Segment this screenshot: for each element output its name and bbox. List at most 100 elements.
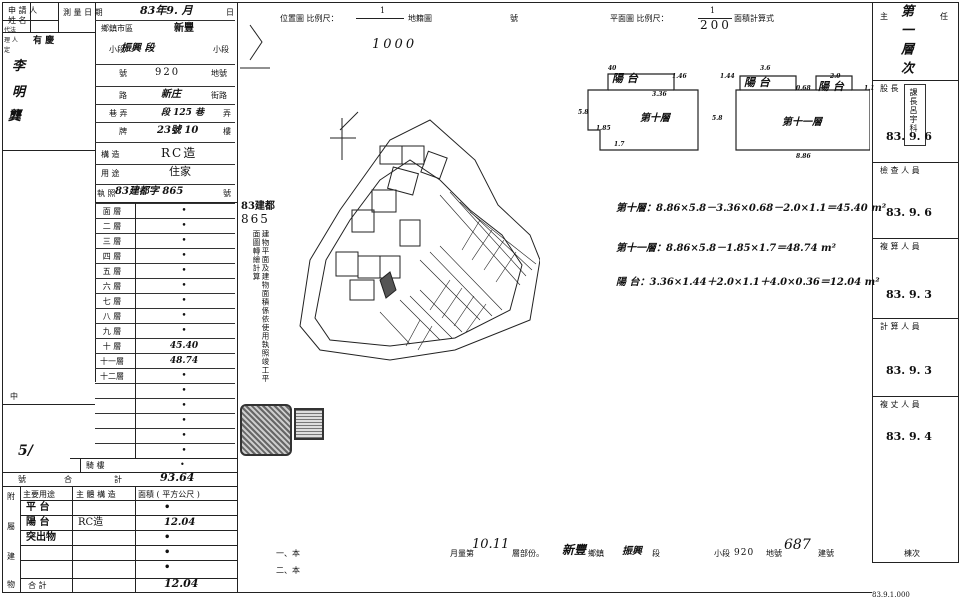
location-permit-a: 83建都 [241, 201, 275, 212]
bottom-section-suffix: 段 [652, 549, 660, 558]
floor-value: • [181, 206, 187, 216]
fp-dim-2: 1.46 [672, 73, 687, 80]
floor-plan-suffix: 面積計算式 [734, 14, 774, 23]
floor-row: 十一層 48.74 [95, 353, 235, 369]
rc-tracer-date: 83. 9. 4 [886, 430, 932, 443]
lot-row: 號 920 地號 [95, 64, 235, 80]
floor-value: 45.40 [169, 341, 199, 351]
fp-dim-9: 0.68 [796, 85, 811, 92]
bottom-text-a: 月量第 [450, 549, 474, 558]
applicant-name-char-1: 李 [12, 59, 26, 74]
floor-row: 十二層 • [95, 368, 235, 384]
fp-dim-12: 8.86 [796, 153, 811, 160]
lot-label: 號 [119, 69, 127, 78]
floor-label: 十二層 [100, 372, 124, 381]
arcade-value: • [180, 460, 185, 469]
alley-row: 巷 弄 段 125 巷 弄 [95, 104, 235, 120]
app-side-2: 屬 [7, 522, 15, 531]
bottom-bldg-label: 建號 [818, 549, 834, 558]
app-header-area: 面積 ( 平方公尺 ) [138, 490, 200, 499]
floor-label: 三 層 [102, 237, 122, 246]
fp-balcony-11b: 陽 台 [818, 80, 844, 93]
rc-calc-date: 83. 9. 3 [886, 364, 932, 377]
floor-row: 二 層• [95, 218, 235, 234]
location-map-label: 地籍圖 [408, 14, 432, 23]
floor-plan-drawing [587, 73, 870, 151]
location-no-label: 號 [510, 14, 518, 23]
app-total-value: 12.04 [164, 577, 199, 590]
floor-value: • [181, 431, 187, 441]
floor-label: 五 層 [102, 267, 122, 276]
secondary-seal-stamp [294, 408, 324, 440]
floor-row: 三 層• [95, 233, 235, 249]
arcade-side-mark: 5/ [18, 443, 33, 459]
number-suffix: 樓 [223, 127, 231, 136]
location-scale-handwritten: 1000 [372, 37, 418, 52]
app-row-use: 突出物 [26, 532, 56, 543]
bottom-text-b: 層部份。 [512, 549, 544, 558]
floor-value: 48.74 [169, 356, 199, 366]
floor-value: • [181, 416, 187, 426]
cadastral-map [240, 24, 540, 361]
permit-label: 執 照 [97, 189, 116, 198]
applicant-sub: 代法理 人定 [4, 27, 18, 54]
number-value: 23號 10 [157, 125, 199, 136]
floor-row: • [95, 413, 235, 429]
floor-value: • [181, 446, 187, 456]
fp-dim-10: 2.0 [830, 73, 841, 80]
applicant-name-char-2: 明 [12, 85, 26, 100]
permit-row: 執 照 83建都字 865 號 [95, 184, 235, 200]
survey-date-value: 83年9. 月 [140, 4, 193, 17]
location-map-title: 位置圖 比例尺： [280, 14, 339, 23]
road-label: 路 [119, 91, 127, 100]
section-row: 小段 振興 段 小段 [95, 42, 235, 57]
bottom-note-2: 二、本 [276, 566, 300, 575]
fp-dim-6: 1.7 [614, 141, 625, 148]
app-total-label: 合 計 [28, 581, 47, 590]
floor-value: • [181, 311, 187, 321]
alley-value: 段 125 巷 [161, 108, 205, 118]
number-row: 牌 23號 10 樓 [95, 122, 235, 138]
section-small-label: 小段 [109, 45, 125, 54]
district-label: 鄉鎮市區 [101, 24, 133, 33]
fp-balcony-11a: 陽 台 [744, 76, 770, 89]
floor-label: 二 層 [102, 222, 122, 231]
floor-row: 六 層• [95, 278, 235, 294]
floor-row: 五 層• [95, 263, 235, 279]
floor-plan-title: 平面圖 比例尺： [610, 14, 669, 23]
total-value: 93.64 [160, 471, 195, 484]
floor-value: • [181, 296, 187, 306]
floor-label: 七 層 [102, 297, 122, 306]
applicant-label-2: 姓 名 [8, 16, 27, 25]
fp-dim-4: 1.85 [596, 125, 611, 132]
floor-row: 面 層• [95, 203, 235, 219]
formula-balcony: 陽 台：3.36×1.44＋2.0×1.1＋4.0×0.36＝12.04 m² [616, 277, 880, 288]
location-scale-num: 1 [380, 6, 386, 15]
rc-recheck: 複 算 人 員 [880, 242, 920, 251]
rc-chief-vertical: 第一層次 [898, 4, 913, 80]
total-label-right: 計 [114, 475, 122, 484]
rc-chief-stamp [904, 84, 926, 146]
floor-label: 十一層 [100, 357, 124, 366]
structure-row: 構 造 RC造 [95, 142, 235, 165]
bottom-lot: 920 [734, 548, 755, 558]
floor-value: • [181, 251, 187, 261]
road-value: 新庄 [161, 89, 181, 100]
location-permit-b: 865 [241, 212, 270, 226]
bottom-order-label: 棟次 [904, 549, 920, 558]
alley-label: 巷 弄 [109, 109, 128, 118]
use-value: 住家 [169, 165, 191, 178]
location-note-vertical: 建物平面及建物面積係依使用執照竣工平面圖轉繪計算 [252, 230, 270, 383]
app-side-1: 附 [7, 492, 15, 501]
district-value: 新豐 [174, 23, 194, 34]
rc-inspector: 檢 查 人 員 [880, 166, 920, 175]
fp-dim-extra: 5.8 [578, 109, 589, 116]
app-side-3: 建 [7, 552, 15, 561]
structure-value: RC造 [161, 146, 198, 160]
left-mid-char: 中 [10, 392, 18, 401]
fp-dim-3: 3.36 [652, 91, 667, 98]
app-row-area: 12.04 [164, 517, 196, 528]
floor-value: • [181, 371, 187, 381]
bottom-bldg-no: 687 [784, 537, 811, 553]
